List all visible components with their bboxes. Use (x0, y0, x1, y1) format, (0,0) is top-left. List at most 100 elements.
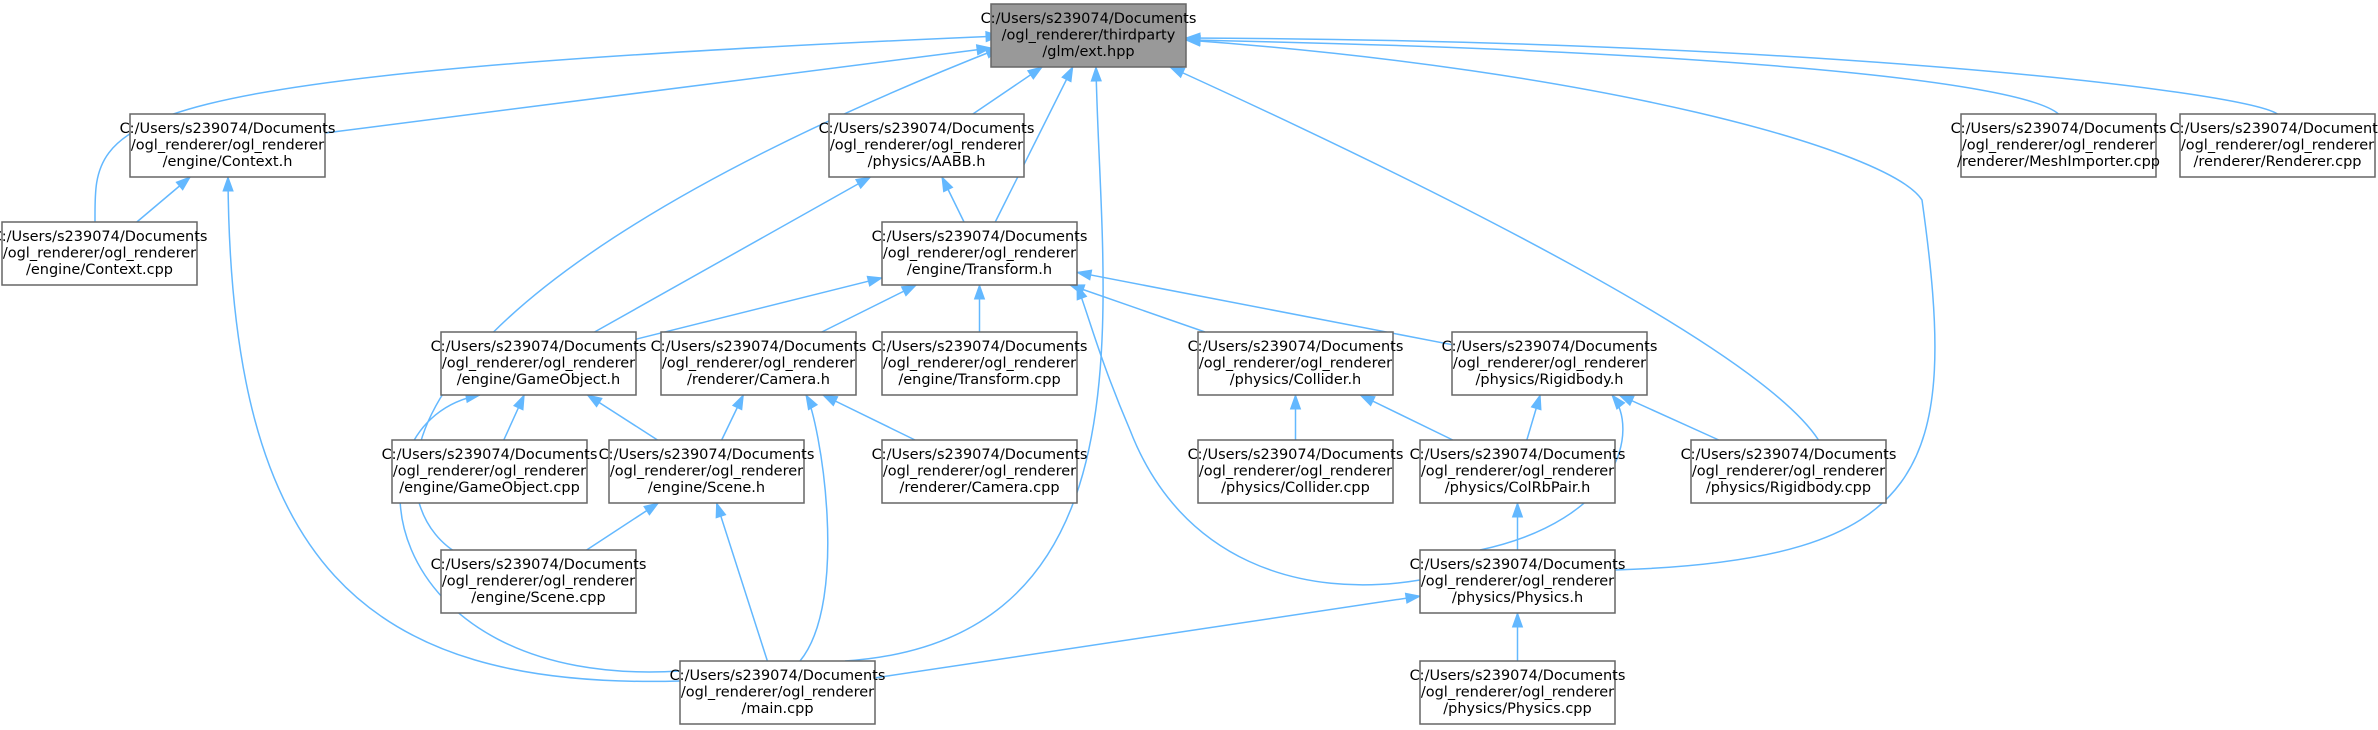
node-meshimporter-cpp[interactable]: C:/Users/s239074/Documents/ogl_renderer/… (1951, 113, 2167, 178)
node-label-line: C:/Users/s239074/Documents (599, 447, 815, 463)
node-label-line: /renderer/Camera.h (687, 372, 830, 388)
node-box (990, 3, 1187, 68)
arrowhead-aabb_h-to-ext (1026, 66, 1044, 80)
edge-camera_h-to-transform_h (821, 284, 917, 333)
edge-transform_h-to-ext (994, 66, 1074, 223)
node-scene-cpp[interactable]: C:/Users/s239074/Documents/ogl_renderer/… (431, 549, 647, 614)
node-label-line: /renderer/MeshImporter.cpp (1957, 154, 2160, 170)
arrowhead-physics_cpp-to-physics_h (1511, 611, 1524, 628)
node-box (440, 549, 637, 614)
node-context-cpp[interactable]: C:/Users/s239074/Documents/ogl_renderer/… (0, 221, 207, 286)
node-camera-cpp[interactable]: C:/Users/s239074/Documents/ogl_renderer/… (872, 439, 1088, 504)
arrowhead-physics_h-to-colrbpair_h (1511, 501, 1524, 518)
edge-physics_h-to-transform_h (1076, 284, 1421, 586)
node-gameobject-h[interactable]: C:/Users/s239074/Documents/ogl_renderer/… (431, 331, 647, 396)
node-label-line: /renderer/Renderer.cpp (2193, 154, 2361, 170)
node-box (608, 439, 805, 504)
node-label-line: C:/Users/s239074/Documents (1410, 668, 1626, 684)
node-label-line: /ogl_renderer/ogl_renderer (442, 356, 635, 372)
edge-colrbpair_h-to-collider_h (1359, 394, 1454, 441)
node-label-line: /engine/Scene.h (648, 480, 765, 496)
node-label-line: /ogl_renderer/ogl_renderer (883, 246, 1076, 262)
node-scene-h[interactable]: C:/Users/s239074/Documents/ogl_renderer/… (599, 439, 815, 504)
edge-camera_cpp-to-camera_h (822, 394, 916, 441)
edge-main_cpp-to-scene_h (715, 502, 769, 662)
node-label-line: /ogl_renderer/ogl_renderer (1421, 685, 1614, 701)
node-label-line: C:/Users/s239074/Documents (1188, 339, 1404, 355)
node-context-h[interactable]: C:/Users/s239074/Documents/ogl_renderer/… (120, 113, 336, 178)
node-ext[interactable]: C:/Users/s239074/Documents/ogl_renderer/… (981, 3, 1197, 68)
node-rigidbody-cpp[interactable]: C:/Users/s239074/Documents/ogl_renderer/… (1681, 439, 1897, 504)
arrowhead-physics_h-to-transform_h (1076, 283, 1088, 301)
node-label-line: /physics/Physics.cpp (1443, 701, 1591, 717)
arrowhead-main_cpp-to-camera_h (805, 393, 819, 411)
arrowhead-gameobject_h-to-aabb_h (854, 176, 872, 190)
node-label-line: /ogl_renderer/ogl_renderer (1962, 138, 2155, 154)
node-aabb-h[interactable]: C:/Users/s239074/Documents/ogl_renderer/… (819, 113, 1035, 178)
edge-physics_h-to-ext (1185, 39, 1936, 571)
node-label-line: /physics/AABB.h (868, 154, 986, 170)
node-colrbpair-h[interactable]: C:/Users/s239074/Documents/ogl_renderer/… (1410, 439, 1626, 504)
node-label-line: /main.cpp (741, 701, 813, 717)
arrowhead-scene_cpp-to-scene_h (643, 502, 660, 516)
node-label-line: /ogl_renderer/ogl_renderer (1453, 356, 1646, 372)
edge-rigidbody_cpp-to-rigidbody_h (1618, 394, 1720, 441)
arrowhead-transform_h-to-ext (1061, 65, 1074, 83)
node-label-line: /ogl_renderer/ogl_renderer (681, 685, 874, 701)
edge-rigidbody_cpp-to-ext (1169, 66, 1820, 441)
node-label-line: /ogl_renderer/ogl_renderer (2181, 138, 2374, 154)
node-label-line: C:/Users/s239074/Documents (1410, 557, 1626, 573)
node-label-line: C:/Users/s239074/Documents (120, 121, 336, 137)
node-label-line: /ogl_renderer/ogl_renderer (883, 464, 1076, 480)
node-box (679, 660, 876, 725)
node-main-cpp[interactable]: C:/Users/s239074/Documents/ogl_renderer/… (670, 660, 886, 725)
node-label-line: /ogl_renderer/ogl_renderer (3, 246, 196, 262)
node-label-line: C:/Users/s239074/Documents (1410, 447, 1626, 463)
edge-context_h-to-ext (324, 47, 992, 134)
node-label-line: /ogl_renderer/ogl_renderer (1421, 574, 1614, 590)
node-box (391, 439, 588, 504)
arrowhead-main_cpp-to-scene_h (715, 501, 727, 519)
node-gameobject-cpp[interactable]: C:/Users/s239074/Documents/ogl_renderer/… (382, 439, 598, 504)
node-transform-cpp[interactable]: C:/Users/s239074/Documents/ogl_renderer/… (872, 331, 1088, 396)
node-collider-h[interactable]: C:/Users/s239074/Documents/ogl_renderer/… (1188, 331, 1404, 396)
node-box (1690, 439, 1887, 504)
node-label-line: /engine/Context.h (163, 154, 293, 170)
node-renderer-cpp[interactable]: C:/Users/s239074/Documents/ogl_renderer/… (2170, 113, 2378, 178)
node-box (660, 331, 857, 396)
node-label-line: C:/Users/s239074/Documents (872, 229, 1088, 245)
arrowhead-main_cpp-to-physics_h (1404, 592, 1422, 604)
node-rigidbody-h[interactable]: C:/Users/s239074/Documents/ogl_renderer/… (1442, 331, 1658, 396)
arrowhead-renderer_cpp-to-ext (1184, 32, 1201, 44)
arrowhead-colrbpair_h-to-rigidbody_h (1530, 393, 1542, 411)
node-label-line: /ogl_renderer/ogl_renderer (610, 464, 803, 480)
arrowhead-transform_h-to-aabb_h (941, 175, 954, 193)
node-label-line: /engine/Transform.cpp (898, 372, 1060, 388)
edge-gameobject_h-to-aabb_h (594, 176, 871, 333)
node-physics-h[interactable]: C:/Users/s239074/Documents/ogl_renderer/… (1410, 549, 1626, 614)
nodes-layer: C:/Users/s239074/Documents/ogl_renderer/… (0, 3, 2378, 725)
node-label-line: C:/Users/s239074/Documents (1681, 447, 1897, 463)
node-label-line: /physics/Rigidbody.cpp (1706, 480, 1871, 496)
node-label-line: /ogl_renderer/ogl_renderer (1199, 356, 1392, 372)
edge-main_cpp-to-ext (844, 66, 1104, 662)
node-box (881, 439, 1078, 504)
node-camera-h[interactable]: C:/Users/s239074/Documents/ogl_renderer/… (651, 331, 867, 396)
node-label-line: /physics/Collider.h (1230, 372, 1362, 388)
node-box (1451, 331, 1648, 396)
node-label-line: /ogl_renderer/ogl_renderer (662, 356, 855, 372)
arrowhead-camera_h-to-transform_h (900, 284, 918, 297)
node-transform-h[interactable]: C:/Users/s239074/Documents/ogl_renderer/… (872, 221, 1088, 286)
node-label-line: /ogl_renderer/ogl_renderer (883, 356, 1076, 372)
node-label-line: C:/Users/s239074/Documents (651, 339, 867, 355)
node-label-line: /ogl_renderer/ogl_renderer (131, 138, 324, 154)
node-physics-cpp[interactable]: C:/Users/s239074/Documents/ogl_renderer/… (1410, 660, 1626, 725)
node-collider-cpp[interactable]: C:/Users/s239074/Documents/ogl_renderer/… (1188, 439, 1404, 504)
arrowhead-context_cpp-to-context_h (175, 176, 192, 191)
node-label-line: C:/Users/s239074/Documents (872, 339, 1088, 355)
arrowhead-scene_h-to-gameobject_h (586, 394, 603, 408)
node-box (129, 113, 326, 178)
node-label-line: /physics/Physics.h (1452, 590, 1583, 606)
arrowhead-physics_h-to-rigidbody_h (1611, 393, 1626, 410)
